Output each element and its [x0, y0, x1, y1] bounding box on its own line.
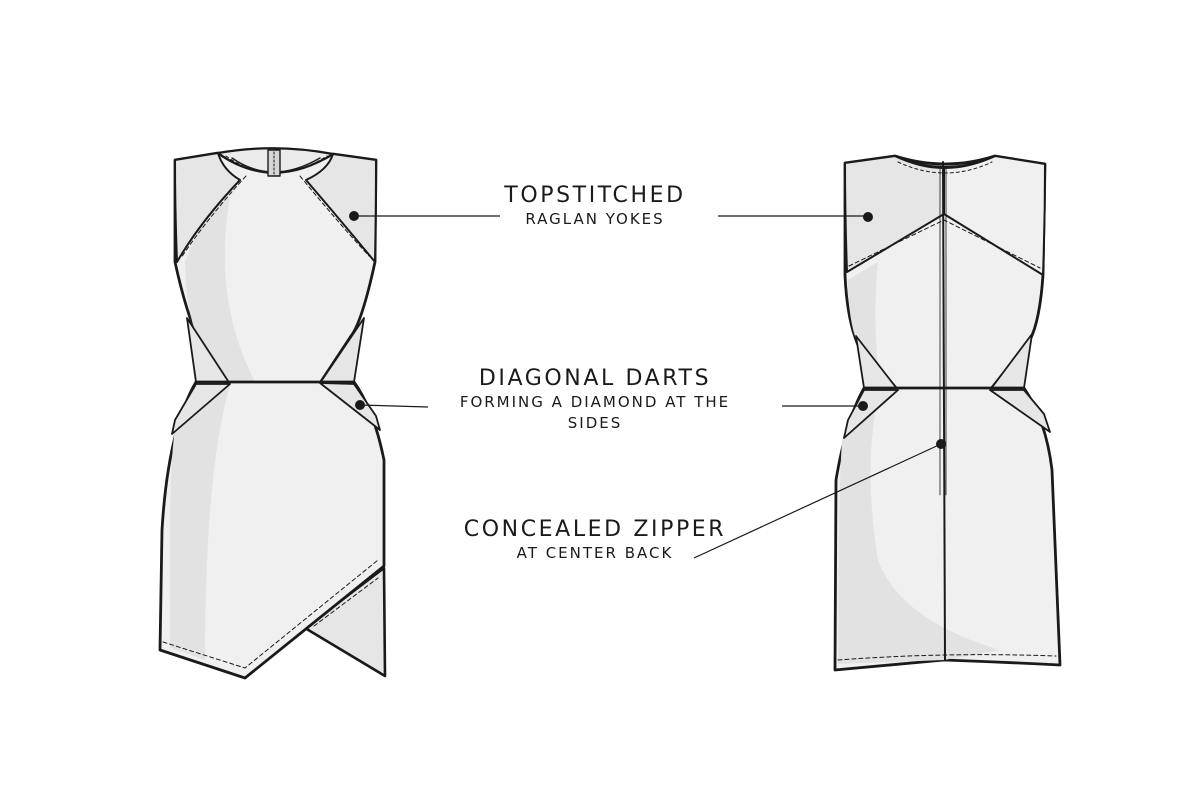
front-right-side-dart-lower: [319, 382, 381, 431]
callout-raglan-title: TOPSTITCHED: [504, 183, 686, 208]
dress-back-view: [833, 154, 1062, 672]
dot-raglan-front: [349, 211, 359, 221]
front-neckband-topstitch: [225, 155, 328, 174]
front-left-raglan-yoke: [174, 152, 241, 263]
back-hem-topstitch: [837, 654, 1057, 661]
callout-raglan-yokes: TOPSTITCHED RAGLAN YOKES: [480, 183, 710, 230]
front-neck-zip-tab: [267, 149, 281, 177]
callout-raglan-subtitle: RAGLAN YOKES: [525, 210, 665, 228]
back-skirt-shadow: [838, 392, 1000, 664]
front-bodice-shadow: [185, 196, 256, 384]
dot-darts-front: [355, 400, 365, 410]
back-neckline-topstitch: [897, 161, 993, 174]
callout-diagonal-darts: DIAGONAL DARTS FORMING A DIAMOND AT THE …: [430, 366, 760, 434]
callout-leaders: [349, 211, 946, 559]
back-center-zipper: [942, 161, 946, 661]
callout-darts-title: DIAGONAL DARTS: [478, 366, 712, 391]
front-left-side-dart-lower: [171, 383, 231, 435]
front-skirt-shadow: [170, 386, 230, 660]
front-underlayer-hem-topstitch: [313, 577, 379, 627]
dress-front-view: [158, 147, 387, 680]
back-right-side-dart-lower: [989, 389, 1051, 433]
leader-darts-front: [359, 404, 429, 408]
front-hem-topstitch: [162, 559, 379, 669]
callout-concealed-zipper: CONCEALED ZIPPER AT CENTER BACK: [440, 517, 750, 564]
dot-darts-back: [858, 401, 868, 411]
front-raglan-topstitch-right: [299, 175, 370, 257]
callout-darts-subtitle: FORMING A DIAMOND AT THE SIDES: [459, 393, 731, 432]
callout-zipper-subtitle: AT CENTER BACK: [516, 544, 674, 562]
dot-zipper: [936, 439, 946, 449]
dot-raglan-back: [863, 212, 873, 222]
leader-zipper: [693, 443, 942, 559]
front-raglan-topstitch-left: [180, 175, 247, 259]
callout-zipper-title: CONCEALED ZIPPER: [463, 517, 727, 542]
front-right-raglan-yoke: [305, 153, 377, 263]
back-neckline: [893, 154, 997, 169]
back-left-side-dart-lower: [843, 389, 899, 439]
